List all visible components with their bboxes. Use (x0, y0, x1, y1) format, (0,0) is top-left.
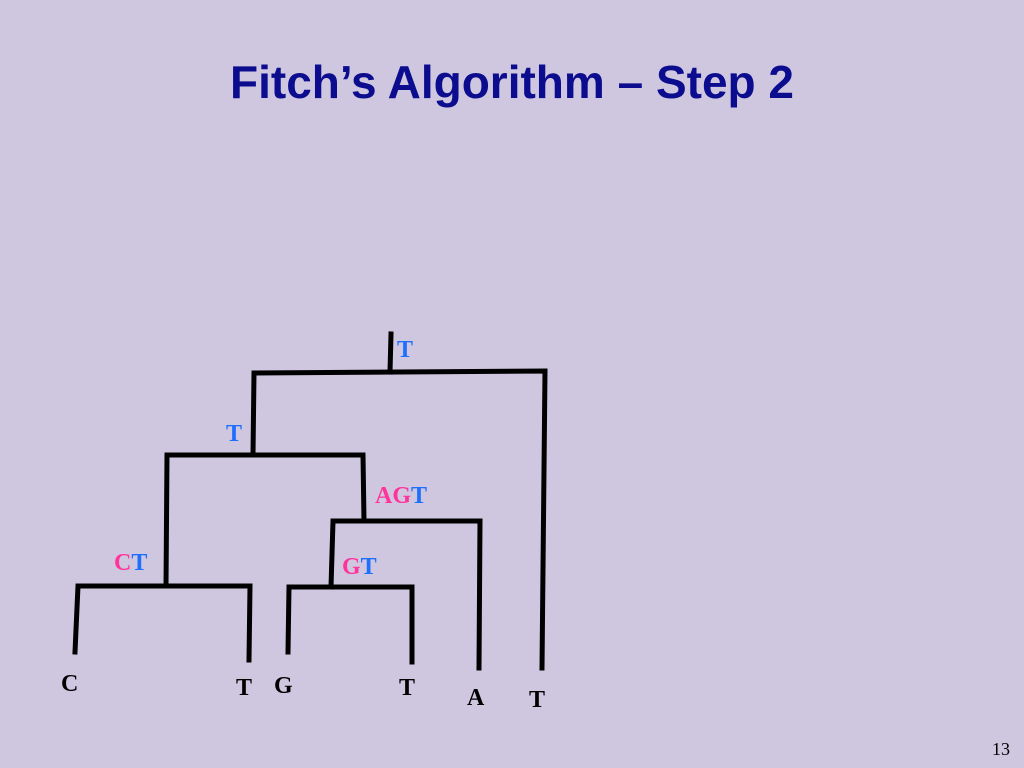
leaf-labels: C T G T A T (61, 671, 545, 713)
slide-title: Fitch’s Algorithm – Step 2 (230, 56, 794, 108)
leaf-label-5: A (467, 685, 485, 711)
leaf-label-3: G (274, 673, 293, 699)
edge-gt-clade (285, 584, 415, 665)
node-t-root-part-1: T (397, 337, 413, 363)
leaf-label-2: T (236, 675, 252, 701)
node-agt-part-3: T (411, 483, 427, 509)
node-ct-part-1: C (114, 550, 131, 576)
node-label-agt: AGT (375, 483, 427, 509)
edge-ct-clade (72, 583, 253, 663)
page-number: 13 (992, 739, 1010, 759)
edge-agt-clade (328, 518, 483, 671)
edge-root-stem (387, 331, 394, 375)
edge-root-clade (250, 368, 548, 671)
node-t-mid-part-1: T (226, 421, 242, 447)
tree-edges (72, 331, 548, 671)
node-label-gt: GT (342, 554, 377, 580)
node-label-t-mid: T (226, 421, 242, 447)
node-ct-part-2: T (131, 550, 147, 576)
node-agt-part-2: G (392, 483, 411, 509)
leaf-label-1: C (61, 671, 78, 697)
node-label-ct: CT (114, 550, 147, 576)
node-gt-part-2: T (361, 554, 377, 580)
leaf-label-6: T (529, 687, 545, 713)
leaf-label-4: T (399, 675, 415, 701)
node-gt-part-1: G (342, 554, 361, 580)
node-labels: CT GT AGT T T (114, 337, 427, 580)
node-label-t-root: T (397, 337, 413, 363)
edge-mid-clade (163, 452, 367, 589)
node-agt-part-1: A (375, 483, 393, 509)
